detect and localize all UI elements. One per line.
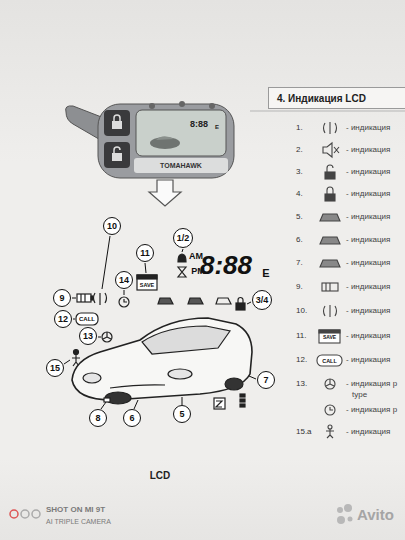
avito-logo	[337, 504, 353, 524]
callout-circle: 8	[89, 409, 107, 427]
watermark: AI TRIPLE CAMERA	[46, 518, 111, 526]
item-text: - индикация	[346, 190, 390, 199]
callout-circle: 7	[257, 371, 275, 389]
item-number: 1.	[296, 124, 303, 133]
callout-circle: 13	[79, 327, 97, 345]
item-text: - индикация	[346, 124, 390, 133]
callout-circle: 9	[53, 289, 71, 307]
callout-circle: 10	[103, 217, 121, 235]
icon-text: CALL	[79, 316, 95, 323]
callout-number: 10	[107, 221, 117, 231]
item-text: - индикация	[346, 283, 390, 292]
callout-number: 11	[140, 248, 150, 258]
item-number: 10.	[296, 307, 307, 316]
item-text: type	[352, 391, 367, 400]
item-number: 3.	[296, 168, 303, 177]
icon-text: SAVE	[323, 335, 336, 341]
callout-circle: 6	[123, 409, 141, 427]
callout-number: 1/2	[177, 233, 190, 243]
callout-number: 14	[119, 275, 129, 285]
item-number: 11.	[296, 332, 307, 341]
item-text: - индикация	[346, 332, 390, 341]
item-text: - индикация	[346, 428, 390, 437]
callout-number: 6	[129, 413, 134, 423]
item-text: - индикация	[346, 307, 390, 316]
watermark: SHOT ON MI 9T	[46, 506, 105, 515]
item-number: 7.	[296, 259, 303, 268]
callout-circle: 11	[136, 244, 154, 262]
item-number: 12.	[296, 356, 307, 365]
callout-number: 8	[95, 413, 100, 423]
callout-number: 12	[58, 314, 68, 324]
item-text: - индикация	[346, 236, 390, 245]
figure-label: LCD	[150, 470, 171, 481]
item-text: - индикация	[346, 168, 390, 177]
item-text: - индикация	[346, 146, 390, 155]
item-text: - индикация р	[346, 380, 397, 389]
callout-number: 9	[59, 293, 64, 303]
icon-text: SAVE	[140, 282, 155, 288]
item-text: - индикация р	[346, 406, 397, 415]
watermark: Avito	[357, 507, 394, 524]
callout-circle: 15	[46, 359, 64, 377]
item-number: 2.	[296, 146, 303, 155]
item-number: 13.	[296, 380, 307, 389]
icon-text: CALL	[322, 357, 337, 363]
callout-number: 5	[179, 409, 184, 419]
callout-circle: 5	[173, 405, 191, 423]
leader-lines	[64, 236, 256, 409]
display-digits: 8:88	[200, 251, 252, 280]
brand-name: TOMAHAWK	[160, 162, 202, 170]
display-unit: E	[215, 124, 219, 131]
callout-number: 7	[263, 375, 268, 385]
display-digits: 8:88	[190, 120, 208, 130]
callout-number: 15	[50, 363, 60, 373]
callout-circle: 3/4	[252, 290, 272, 310]
remote-fob	[66, 101, 234, 178]
item-number: 5.	[296, 213, 303, 222]
list-icons	[317, 122, 342, 438]
item-number: 6.	[296, 236, 303, 245]
callout-circle: 1/2	[173, 228, 193, 248]
display-unit: E	[262, 267, 269, 279]
callout-circle: 14	[115, 271, 133, 289]
item-text: - индикация	[346, 213, 390, 222]
callout-number: 3/4	[256, 295, 269, 305]
header-rule	[250, 111, 405, 112]
item-text: - индикация	[346, 259, 390, 268]
camera-logo	[10, 510, 40, 518]
item-number: 15.a	[296, 428, 312, 437]
callout-circle: 12	[54, 310, 72, 328]
down-arrow	[149, 180, 181, 206]
callout-number: 13	[83, 331, 93, 341]
item-number: 9.	[296, 283, 303, 292]
item-text: - индикация	[346, 356, 390, 365]
section-header: 4. Индикация LCD	[268, 87, 405, 109]
section-title: 4. Индикация LCD	[277, 93, 366, 104]
item-number: 4.	[296, 190, 303, 199]
